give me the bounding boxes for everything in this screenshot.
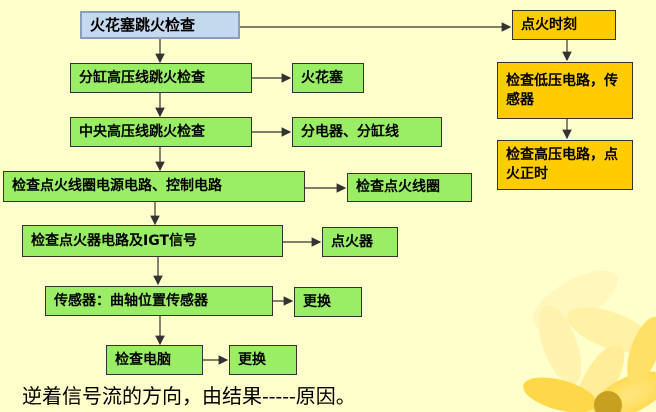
result-spark-plug: 火花塞 [292, 63, 364, 93]
node-center-cable-check: 中央高压线跳火检查 [70, 117, 252, 147]
node-high-voltage-check: 检查高压电路，点火正时 [497, 140, 633, 190]
node-branch-cable-check: 分缸高压线跳火检查 [70, 63, 252, 93]
node-ignition-timing: 点火时刻 [512, 10, 616, 40]
node-ecu-check: 检查电脑 [106, 345, 203, 375]
result-distributor: 分电器、分缸线 [292, 117, 442, 147]
node-sensor-check: 传感器：曲轴位置传感器 [45, 286, 273, 316]
node-coil-power-check: 检查点火线圈电源电路、控制电路 [3, 171, 305, 202]
node-low-voltage-check: 检查低压电路，传感器 [497, 62, 633, 119]
result-replace-sensor: 更换 [294, 287, 362, 317]
node-spark-plug-check: 火花塞跳火检查 [80, 11, 240, 39]
caption: 逆着信号流的方向，由结果-----原因。 [22, 384, 356, 408]
result-replace-ecu: 更换 [229, 345, 297, 375]
result-check-coil: 检查点火线圈 [347, 173, 472, 202]
node-igniter-check: 检查点火器电路及IGT信号 [22, 225, 283, 257]
result-igniter: 点火器 [322, 227, 398, 257]
